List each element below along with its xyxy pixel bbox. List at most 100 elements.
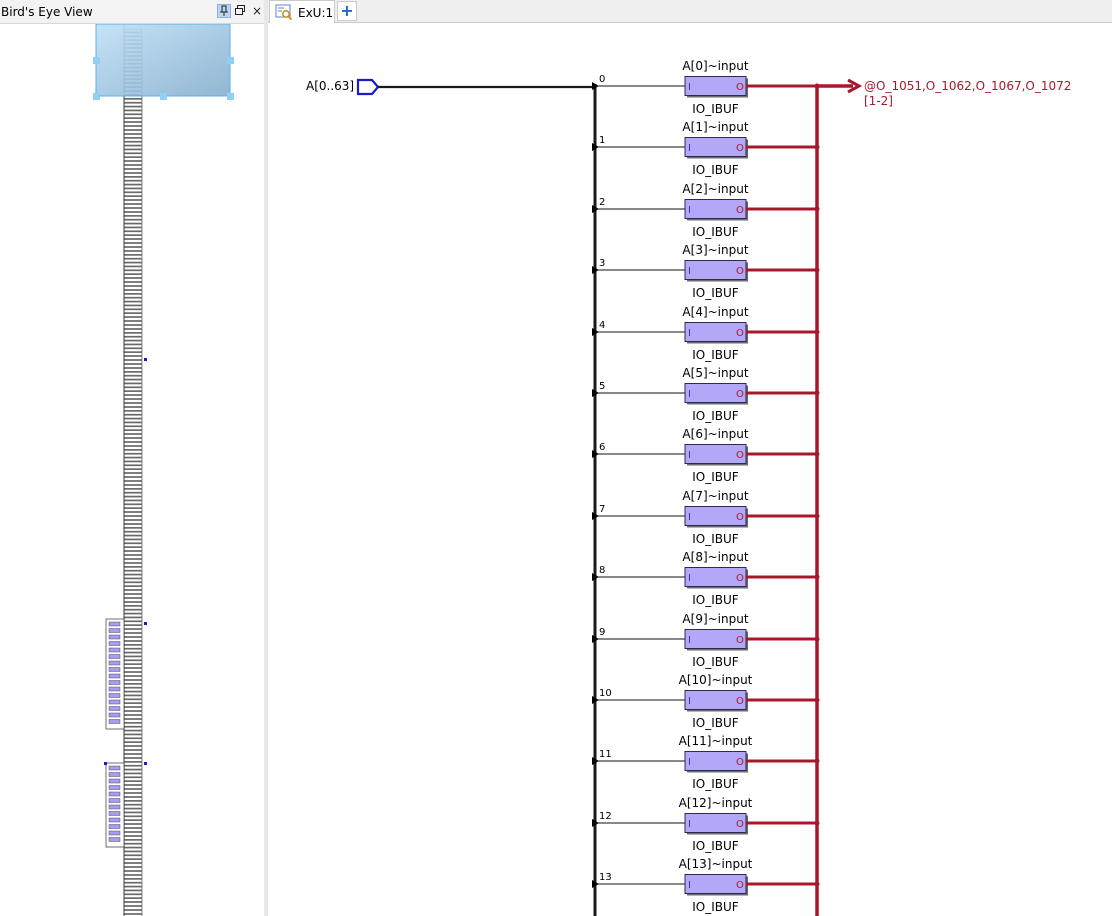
- minimap-cell: [123, 664, 143, 669]
- pin-i-label: I: [688, 512, 691, 523]
- minimap-cell: [123, 130, 143, 134]
- minimap-cell: [123, 289, 143, 294]
- minimap-cell: [123, 145, 143, 150]
- cell-type-label: IO_IBUF: [692, 163, 739, 177]
- minimap-cell: [123, 192, 143, 197]
- minimap-buffer: [108, 785, 121, 790]
- net-junction: [814, 697, 820, 703]
- minimap-cell: [123, 691, 143, 696]
- minimap-cell: [123, 730, 143, 735]
- minimap-cell: [123, 403, 143, 407]
- birds-eye-view-panel: Bird's Eye View ×: [0, 0, 264, 916]
- pin-i-label: I: [688, 819, 691, 830]
- input-port-icon[interactable]: [356, 78, 380, 96]
- minimap-cell: [123, 188, 143, 193]
- minimap-cell: [123, 633, 143, 637]
- minimap-cell: [123, 434, 143, 438]
- float-window-icon[interactable]: [233, 4, 247, 18]
- minimap-cell: [123, 137, 143, 142]
- bus-bit-index: 12: [599, 811, 612, 822]
- pane-splitter[interactable]: [264, 0, 268, 916]
- viewport-resize-handle[interactable]: [93, 93, 100, 100]
- bus-bit-index: 4: [599, 320, 605, 331]
- minimap-cell: [123, 215, 143, 220]
- bus-bit-index: 1: [599, 135, 605, 146]
- viewport-resize-handle[interactable]: [160, 93, 167, 100]
- minimap-buffer: [108, 712, 121, 718]
- pin-i-label: I: [688, 757, 691, 768]
- cell-instance-name: A[7]~input: [682, 489, 748, 503]
- minimap-cell: [123, 832, 143, 836]
- minimap-cell: [123, 449, 143, 454]
- minimap-cell: [123, 531, 143, 536]
- minimap-cell: [123, 352, 143, 357]
- cell-type-label: IO_IBUF: [692, 716, 739, 730]
- minimap-cell: [123, 874, 143, 879]
- cell-type-label: IO_IBUF: [692, 470, 739, 484]
- minimap-cell: [123, 418, 143, 423]
- minimap-cell: [123, 867, 143, 871]
- minimap-cell: [123, 613, 143, 618]
- minimap-cell: [123, 559, 143, 563]
- minimap-cell: [123, 855, 143, 860]
- viewport-resize-handle[interactable]: [93, 57, 100, 64]
- minimap-cell: [123, 247, 143, 251]
- minimap-cell: [123, 754, 143, 758]
- minimap-buffer: [108, 647, 121, 653]
- minimap-cell: [123, 461, 143, 466]
- minimap-cell: [123, 278, 143, 282]
- minimap-cell: [123, 488, 143, 493]
- net-junction: [814, 758, 820, 764]
- minimap-cell: [123, 477, 143, 481]
- cell-instance-name: A[10]~input: [679, 673, 753, 687]
- cell-instance-name: A[9]~input: [682, 612, 748, 626]
- cell-type-label: IO_IBUF: [692, 777, 739, 791]
- pin-o-label: O: [736, 266, 744, 277]
- minimap-cell: [123, 445, 143, 450]
- minimap-cell: [123, 356, 143, 360]
- minimap-cell: [123, 110, 143, 115]
- tab-exu-1[interactable]: ExU:1: [269, 0, 335, 23]
- minimap-buffer: [108, 765, 121, 771]
- minimap-cell: [123, 422, 143, 427]
- birds-eye-view-canvas[interactable]: [0, 24, 264, 916]
- minimap-cell: [123, 375, 143, 380]
- cell-instance-name: A[0]~input: [682, 59, 748, 73]
- close-icon[interactable]: ×: [251, 4, 263, 18]
- minimap-cell: [123, 313, 143, 318]
- minimap-cell: [123, 676, 143, 680]
- minimap-buffer: [108, 621, 121, 627]
- minimap-cell: [123, 679, 143, 684]
- pin-i-label: I: [688, 389, 691, 400]
- net-junction: [814, 820, 820, 826]
- minimap-cell: [123, 637, 143, 641]
- cell-instance-name: A[3]~input: [682, 243, 748, 257]
- pin-icon[interactable]: [217, 4, 231, 18]
- minimap-cell: [123, 282, 143, 286]
- viewport-rect[interactable]: [95, 24, 231, 97]
- minimap-viewport[interactable]: [93, 24, 234, 100]
- minimap-cell: [123, 516, 143, 520]
- add-tab-button[interactable]: +: [337, 1, 357, 21]
- minimap-buffer: [108, 660, 121, 666]
- pin-i-label: I: [688, 266, 691, 277]
- minimap-cell: [123, 481, 143, 485]
- viewport-resize-handle[interactable]: [227, 57, 234, 64]
- viewport-resize-handle[interactable]: [227, 93, 234, 100]
- minimap-cell: [123, 336, 143, 341]
